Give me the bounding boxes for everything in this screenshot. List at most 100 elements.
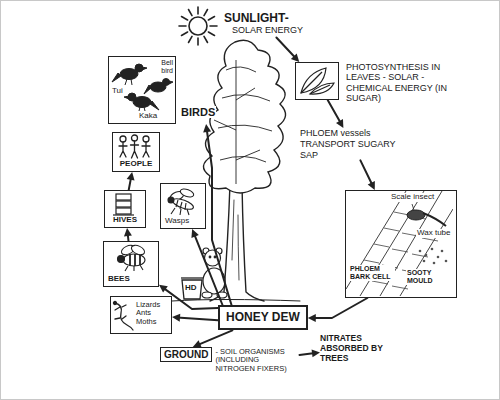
bark-section-drawing-part-part (437, 256, 440, 259)
ground-box: GROUND (160, 347, 212, 362)
pot-label: HD (185, 284, 197, 292)
bees-box: BEES (103, 241, 159, 287)
flow-arrow (300, 349, 321, 357)
wasps-box: Wasps (160, 183, 206, 229)
tree-trunk-part (172, 300, 300, 302)
people-drawing-part (119, 135, 150, 158)
arrow-head (336, 119, 343, 128)
box-label: Lizards Ants Moths (136, 301, 169, 326)
flow-line (194, 234, 223, 305)
box-label: BEES (108, 275, 130, 284)
wasp-drawing-part-part (168, 197, 174, 203)
bark-section-drawing-part-part (346, 191, 453, 296)
sun-caption: SUNLIGHT-SOLAR ENERGY (222, 10, 305, 38)
wasp-drawing-part-part (171, 208, 189, 215)
people-drawing-part-part (120, 136, 126, 142)
bark-section-drawing-part (346, 191, 453, 296)
flow-arrow (203, 124, 231, 305)
ground-node: GROUND- SOIL ORGANISMS (INCLUDING NITROG… (160, 347, 299, 373)
group-label: BIRDS (180, 106, 216, 118)
people-drawing-part-part (143, 136, 149, 142)
people-box: PEOPLE (112, 132, 160, 172)
people-drawing-part-part (132, 135, 138, 141)
arrow-head (124, 228, 132, 236)
box-label: HONEY DEW (226, 311, 300, 324)
box-label: Wasps (165, 217, 189, 226)
leaf-drawing (296, 63, 337, 98)
hive-drawing-part (113, 194, 134, 215)
flow-arrow (172, 314, 218, 322)
teddy-bear-part (209, 256, 211, 258)
people-drawing-part-part (119, 142, 127, 157)
hive-drawing-part-part (116, 194, 131, 200)
process-note: NITRATES ABSORBED BY TREES (320, 333, 392, 364)
bark-section-drawing-part-part (423, 260, 426, 263)
flow-line (276, 38, 295, 59)
honey-pot (181, 278, 203, 299)
honey-pot-part (182, 280, 202, 299)
flow-line (360, 160, 372, 185)
bee-drawing-part-part (118, 256, 125, 263)
sun-symbol (179, 7, 217, 45)
bird-drawing-part-part (144, 85, 151, 94)
lizard-drawing-part-part (115, 303, 133, 330)
leaf-drawing-part (301, 68, 334, 94)
bark-section-drawing-part-part (441, 250, 444, 253)
bark-section-drawing-part-part (445, 260, 448, 263)
arrow-head (203, 124, 211, 132)
tree-trunk-part (232, 200, 239, 280)
hive-drawing-part-part (116, 208, 131, 214)
bark-detail-box: Scale insectWax tubePHLOEM BARK CELLSOOT… (345, 190, 457, 298)
leaf-drawing-part-part (310, 83, 334, 94)
bird-drawing-part-part (112, 73, 121, 82)
arrow-head (127, 172, 135, 181)
lizard-drawing-part (114, 302, 134, 331)
people-drawing-part-part (131, 141, 139, 158)
lizard-drawing-part-part (115, 305, 126, 319)
flow-arrow (360, 160, 374, 190)
sun-symbol-part (179, 7, 217, 45)
bird-name: Tui (112, 87, 123, 96)
wasp-drawing-part (168, 187, 195, 215)
bird-drawing-part-part (124, 96, 129, 99)
bark-section-drawing-part-part (425, 254, 428, 257)
bark-section-drawing-part-part (423, 213, 446, 226)
process-note: PHLOEM vessels TRANSPORT SUGARY SAP (300, 128, 405, 160)
bird-panel: Bell birdTuiKaka (108, 56, 176, 124)
leaf-drawing-part-part (310, 85, 330, 94)
teddy-bear-part (202, 292, 212, 298)
bee-drawing-part (118, 243, 147, 271)
wasp-drawing-part-part (176, 200, 186, 210)
heading-text: SUNLIGHT- (224, 12, 303, 25)
teddy-bear (202, 248, 227, 298)
flow-arrow (193, 330, 233, 347)
lizard-drawing-part-part (114, 302, 117, 305)
flow-line (313, 298, 368, 318)
leaf-box: PHOTOSYNTHESIS IN LEAVES - SOLAR - CHEMI… (295, 62, 339, 100)
lizards-box: Lizards Ants Moths (110, 296, 172, 334)
bee-drawing-part-part (125, 265, 143, 271)
box-label: HIVES (105, 216, 145, 225)
flow-arrow (191, 229, 222, 305)
bark-section-drawing-part (419, 248, 448, 265)
wasp-drawing-part-part (179, 187, 195, 198)
bark-section-drawing-part-part (431, 248, 434, 251)
bark-section-drawing-part-part (407, 210, 425, 220)
people-drawing-part-part (142, 142, 150, 157)
box-label: PEOPLE (113, 160, 159, 169)
flow-line (197, 330, 232, 345)
teddy-bear-part (214, 256, 216, 258)
part-label: PHLOEM BARK CELL (349, 265, 395, 281)
part-label: Scale insect (390, 193, 435, 202)
flow-arrow (127, 172, 135, 190)
bird-drawing-part-part (169, 81, 173, 84)
arrow-head (291, 53, 299, 62)
process-note: - SOIL ORGANISMS (INCLUDING NITROGEN FIX… (215, 347, 299, 373)
flow-line (207, 129, 232, 305)
bird-drawing-part-part (139, 107, 145, 111)
arrow-head (191, 229, 198, 238)
bark-section-drawing-part (407, 204, 446, 226)
hive-drawing-part-part (116, 201, 131, 207)
bird-name: Kaka (139, 112, 157, 121)
